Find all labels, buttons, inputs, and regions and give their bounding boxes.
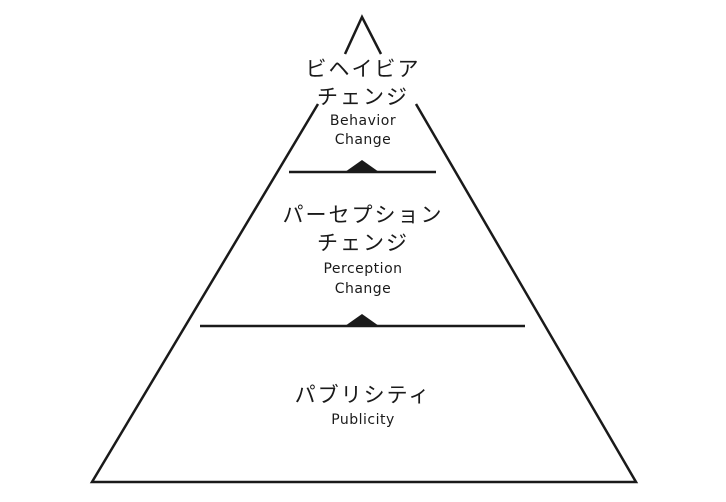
tier-perception-en-line-2: Change	[334, 281, 392, 297]
tier-behavior-en-line-1: Behavior	[329, 113, 397, 129]
up-triangle-icon	[345, 314, 379, 326]
pyramid-outline	[89, 14, 639, 484]
up-triangle-icon	[345, 160, 379, 172]
tier-perception-en-line-1: Perception	[323, 261, 403, 277]
tier-behavior-jp-line-2: チェンジ	[317, 85, 409, 109]
tier-behavior-jp-line-1: ビヘイビア	[305, 57, 421, 81]
tier-behavior-en-line-2: Change	[334, 132, 392, 148]
tier-perception-jp-line-1: パーセプション	[282, 203, 444, 227]
tier-publicity-en-line-1: Publicity	[331, 412, 395, 428]
tier-perception-jp-line-2: チェンジ	[317, 231, 409, 255]
tier-publicity-jp-line-1: パブリシティ	[294, 383, 432, 407]
